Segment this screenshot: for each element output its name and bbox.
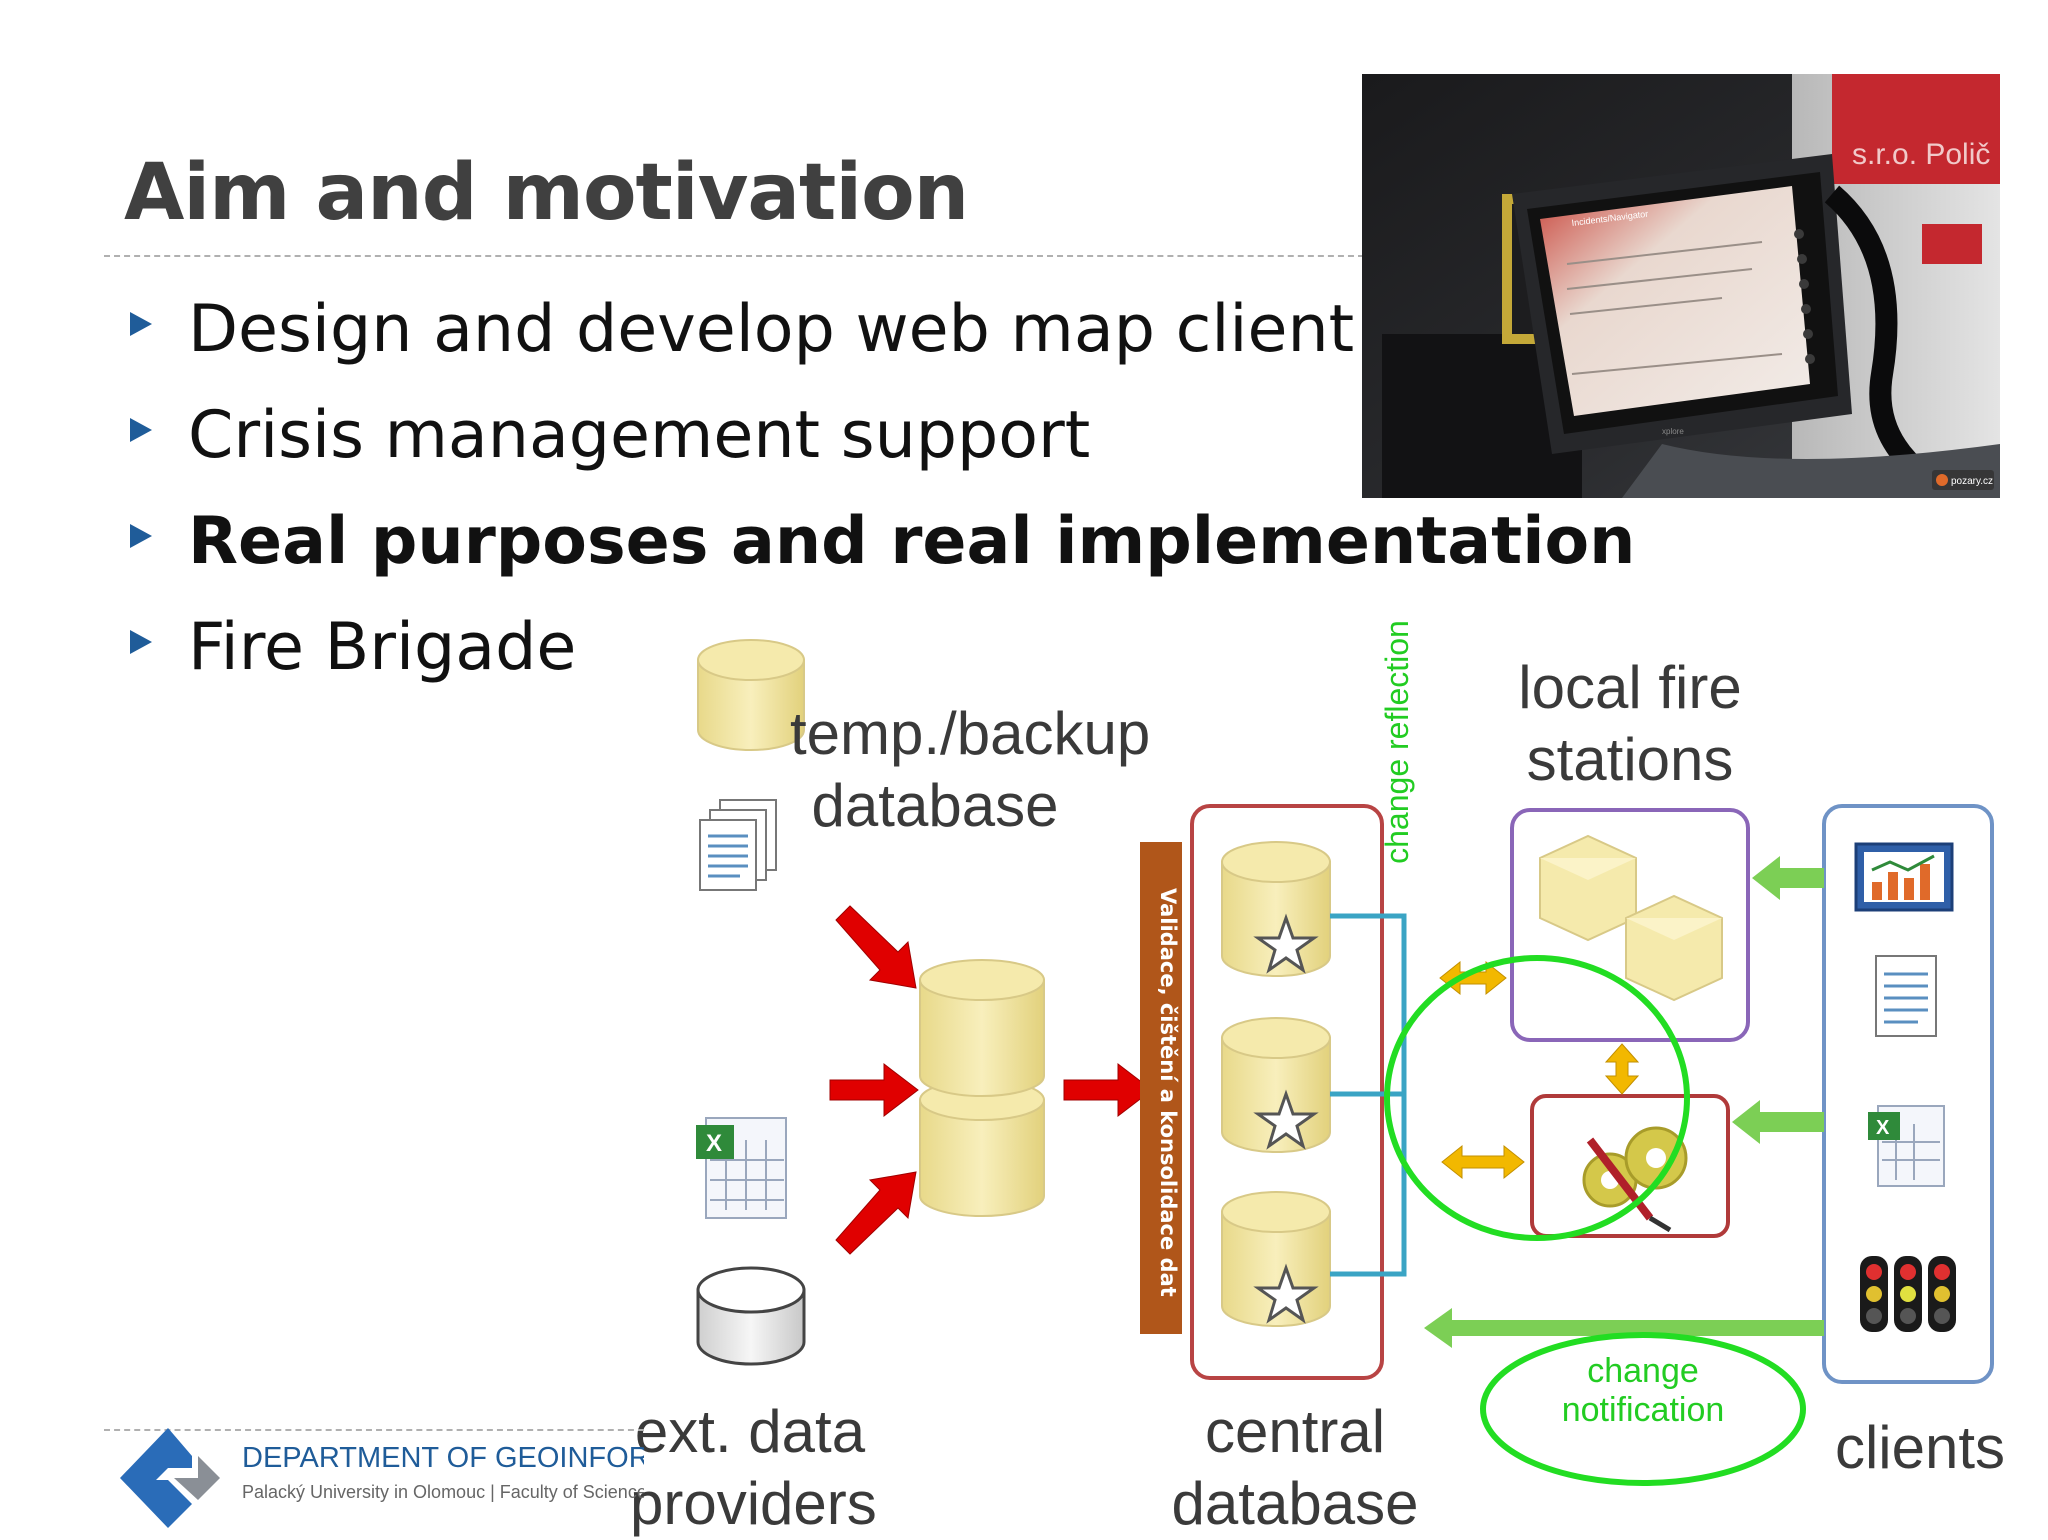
photo-watermark: pozary.cz (1951, 476, 1993, 487)
db-cylinder-icon (697, 639, 805, 751)
slide-title: Aim and motivation (124, 148, 969, 238)
label-change-notification: change notification (1533, 1352, 1753, 1430)
label-temp-backup: temp./backup database (790, 698, 1151, 842)
label-change-notification-line1: change (1587, 1352, 1699, 1390)
fire-stations-frame (1510, 808, 1750, 1042)
notification-ellipse (1480, 1332, 1806, 1486)
tablet-brand: xplore (1662, 427, 1684, 436)
validation-bar-label: Validace, čištění a konsolidace dat (1156, 888, 1180, 1297)
validation-bar (1140, 842, 1182, 1334)
bullet-text: Design and develop web map client (188, 292, 1355, 367)
backup-db-cylinder-icon (919, 959, 1045, 1217)
label-central-line1: central (1204, 1398, 1386, 1465)
label-ext-data-line1: ext. data (634, 1398, 866, 1465)
department-name: DEPARTMENT OF GEOINFORMATI (242, 1442, 644, 1474)
processing-frame (1530, 1094, 1730, 1238)
clients-frame (1822, 804, 1994, 1384)
department-logo (116, 1424, 646, 1536)
star-icons (1253, 913, 1319, 1324)
bullet-arrow-icon (130, 312, 152, 336)
tablet-photo: s.r.o. Polič Incidents/Navigator xplore (1362, 74, 2000, 498)
label-local-fire-stations: local fire stations (1500, 652, 1760, 796)
svg-text:X: X (1876, 1117, 1890, 1139)
sync-arrows (1439, 960, 1640, 1180)
university-name: Palacký University in Olomouc | Faculty … (242, 1482, 644, 1502)
label-temp-backup-line2: database (811, 772, 1059, 839)
booth-sign-text: s.r.o. Polič (1852, 138, 1990, 171)
label-local-fire-line1: local fire (1518, 654, 1742, 721)
title-divider (104, 255, 1364, 257)
chart-monitor-icon (1854, 842, 1954, 912)
highlight-ellipse (1384, 955, 1690, 1241)
bullet-arrow-icon (130, 418, 152, 442)
label-local-fire-line2: stations (1526, 726, 1734, 793)
label-central-line2: database (1171, 1470, 1419, 1537)
document-stack-icon (699, 799, 777, 891)
svg-text:X: X (706, 1130, 722, 1157)
label-change-reflection: change reflection (1379, 620, 1415, 864)
geoinformatics-logo-icon (120, 1428, 220, 1528)
db-link-lines (1330, 913, 1407, 1277)
traffic-lights-icon (1860, 1256, 1956, 1332)
bullet-arrow-icon (130, 524, 152, 548)
green-arrows (1424, 856, 1824, 1348)
footer-divider (104, 1429, 644, 1431)
label-temp-backup-line1: temp./backup (790, 700, 1151, 767)
bullet-text: Fire Brigade (188, 610, 577, 685)
bullet-text: Crisis management support (188, 398, 1091, 473)
architecture-diagram: X Validace, čištění a ko (630, 600, 2048, 1537)
label-central-database: central database (1160, 1396, 1430, 1540)
label-ext-data-line2: providers (630, 1470, 877, 1537)
red-arrows (829, 905, 1153, 1255)
bullet-text: Real purposes and real implementation (188, 504, 1636, 579)
label-change-notification-line2: notification (1561, 1391, 1725, 1430)
spreadsheet-icon: X (696, 1117, 787, 1219)
central-db-cylinders (1221, 841, 1331, 1327)
cube-icons (1539, 834, 1723, 1002)
bullet-arrow-icon (130, 630, 152, 654)
gears-icon (1582, 1126, 1688, 1233)
disk-cylinder-icon (696, 1266, 806, 1366)
label-clients: clients (1834, 1414, 2006, 1481)
client-spreadsheet-icon: X (1868, 1105, 1945, 1187)
label-ext-data-providers: ext. data providers (630, 1396, 877, 1540)
document-icon (1875, 955, 1937, 1037)
